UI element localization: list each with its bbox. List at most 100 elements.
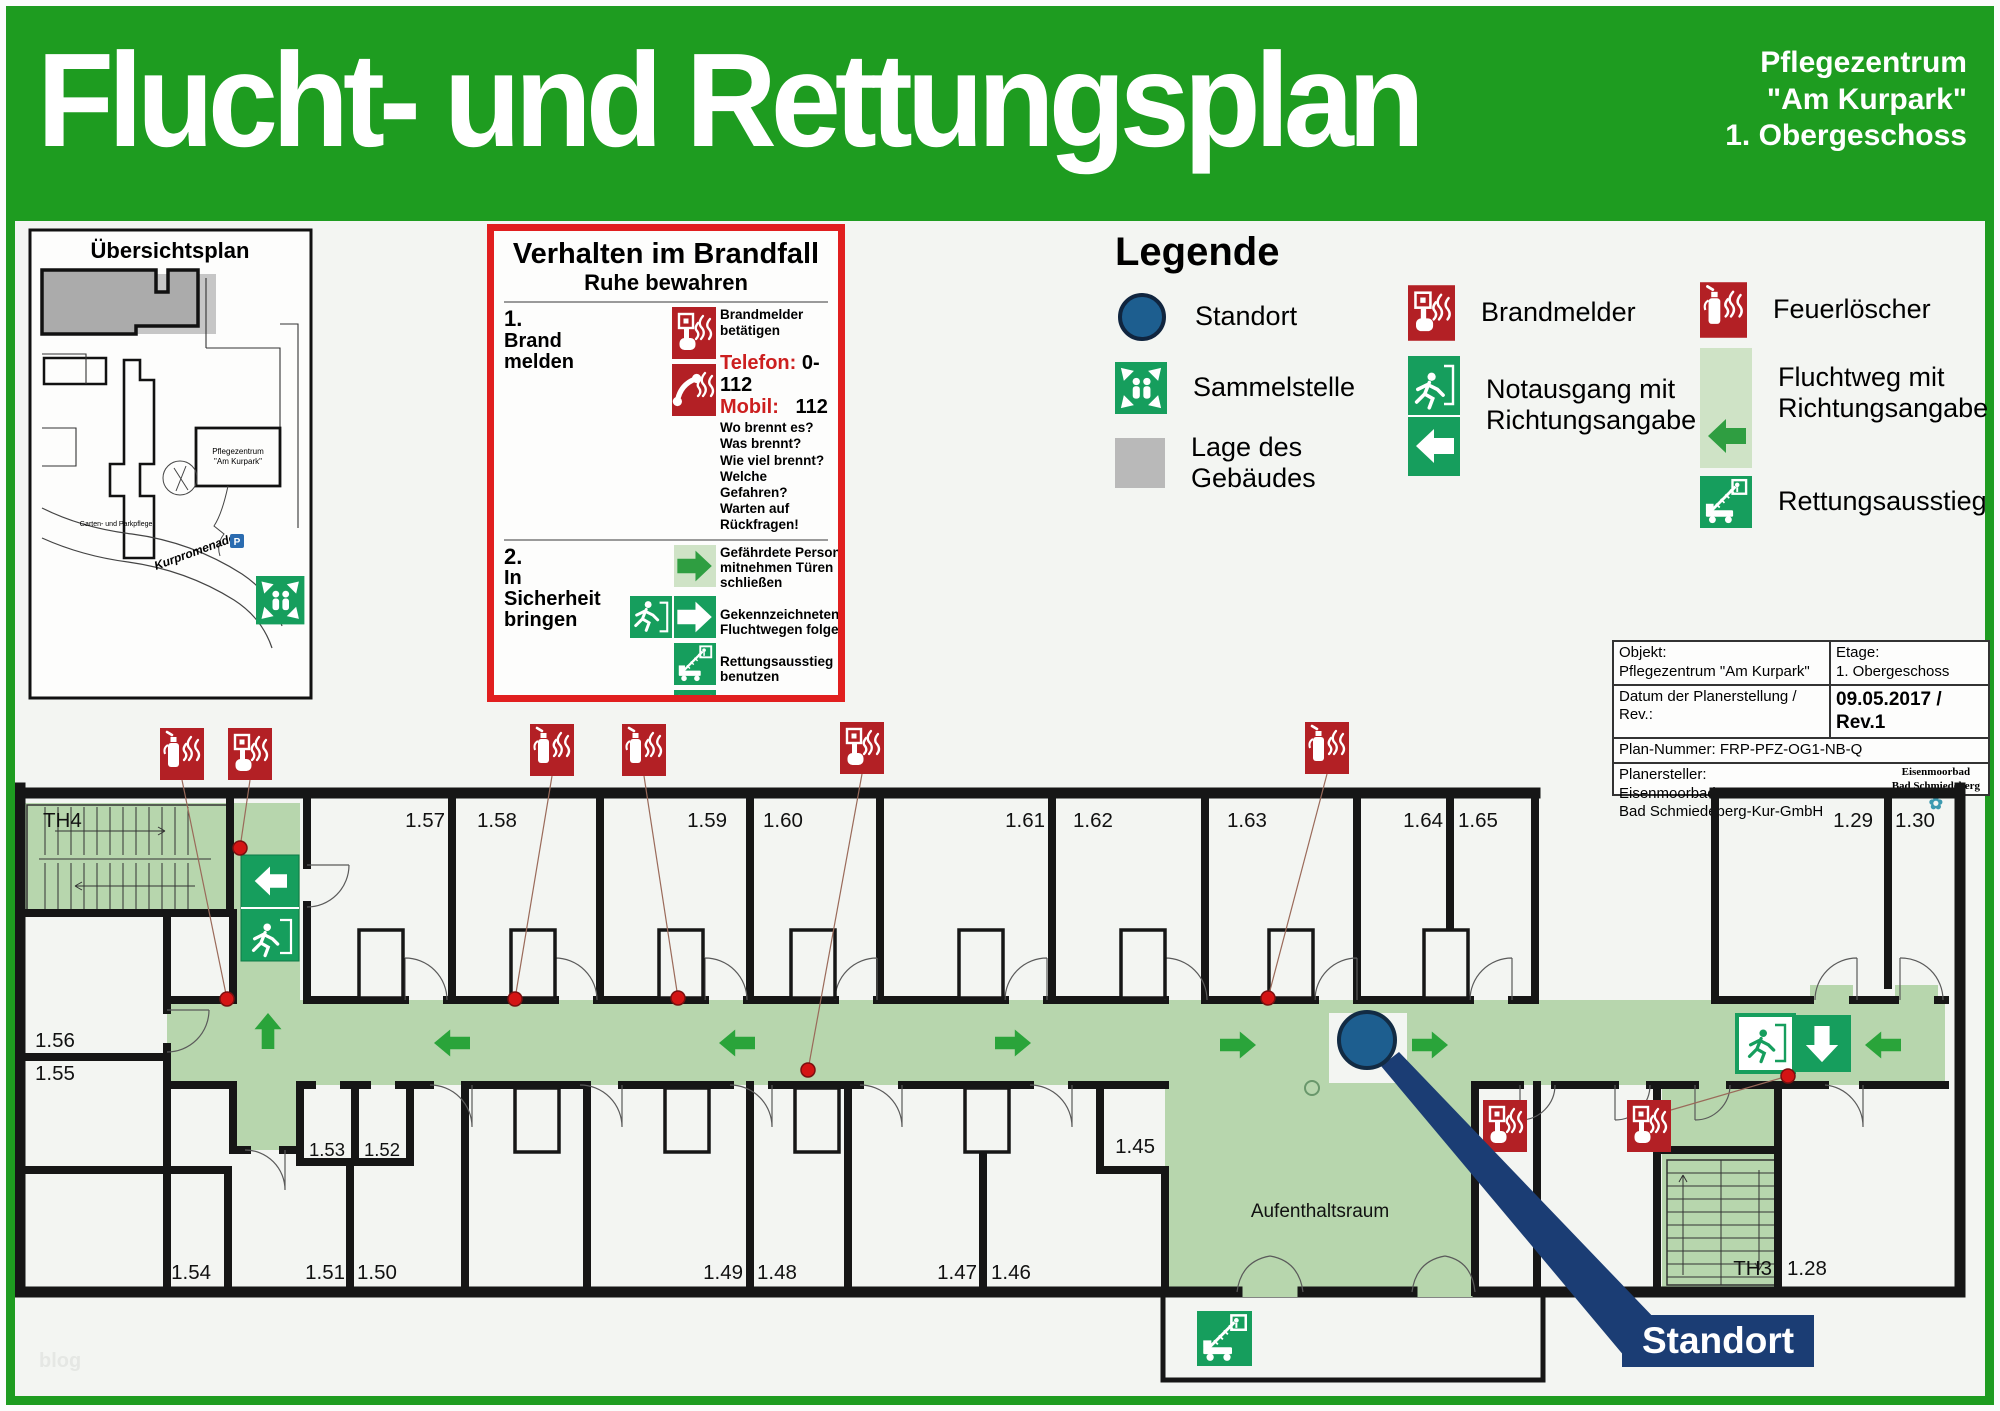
datum-label: Datum der Planerstellung / Rev.:: [1619, 687, 1797, 724]
plan-number: Plan-Nummer: FRP-PFZ-OG1-NB-Q: [1619, 741, 1863, 758]
standort-marker: [1337, 1010, 1397, 1070]
svg-text:1.61: 1.61: [1005, 809, 1045, 832]
overview-map: Übersichtsplan Pflegezentrum "Am Kurpark…: [28, 228, 313, 700]
svg-text:1.51: 1.51: [305, 1261, 345, 1284]
standort-label: Standort: [1622, 1315, 1814, 1367]
fire-alarm-icon: [672, 307, 716, 359]
svg-text:1.53: 1.53: [309, 1139, 345, 1160]
legend-brandmelder: Brandmelder: [1408, 285, 1636, 341]
step-1: 1. Brand melden Brandmelder betätigen Te…: [504, 307, 828, 533]
svg-text:1.29: 1.29: [1833, 809, 1873, 832]
svg-text:1.49: 1.49: [703, 1261, 743, 1284]
datum-value: 09.05.2017 / Rev.1: [1829, 685, 1988, 737]
svg-text:1.54: 1.54: [171, 1261, 211, 1284]
svg-text:P: P: [234, 537, 241, 548]
svg-text:1.56: 1.56: [35, 1029, 75, 1052]
legend: Legende Standort Sammelstelle Lage des G…: [1115, 230, 1995, 575]
legend-rettungsausstieg: Rettungsausstieg: [1700, 476, 1987, 528]
svg-text:1.28: 1.28: [1787, 1257, 1827, 1280]
svg-text:1.63: 1.63: [1227, 809, 1267, 832]
svg-text:1.45: 1.45: [1115, 1135, 1155, 1158]
legend-title: Legende: [1115, 230, 1280, 274]
svg-text:1.50: 1.50: [357, 1261, 397, 1284]
legend-notausgang: Notausgang mit Richtungsangabe: [1408, 356, 1718, 476]
rescue-exit-icon: [1700, 476, 1752, 528]
svg-text:1.52: 1.52: [364, 1139, 400, 1160]
svg-text:1.55: 1.55: [35, 1062, 75, 1085]
escape-direction-icon: [674, 545, 716, 587]
assembly-point-icon: [1115, 362, 1167, 414]
svg-text:Standort: Standort: [1642, 1320, 1794, 1361]
door-swings: [166, 864, 1944, 1293]
page-title: Flucht- und Rettungsplan: [37, 25, 1425, 175]
garden-label: Garten- und Parkpflege: [80, 521, 153, 528]
overview-building-label-1: Pflegezentrum: [212, 447, 264, 456]
legend-standort: Standort: [1115, 290, 1297, 344]
overview-building-label-2: "Am Kurpark": [214, 457, 262, 466]
room-145-area: [1100, 1089, 1165, 1170]
standort-icon: [1118, 293, 1166, 341]
step-2-label: 2. In Sicherheit bringen: [504, 543, 601, 631]
header-band: Flucht- und Rettungsplan Pflegezentrum "…: [15, 15, 1985, 221]
mobil-label: Mobil:: [720, 396, 779, 419]
svg-text:1.59: 1.59: [687, 809, 727, 832]
svg-text:Aufenthaltsraum: Aufenthaltsraum: [1251, 1201, 1389, 1222]
planersteller-cell: Planersteller: Eisenmoorbad Bad Schmiede…: [1619, 765, 1824, 821]
rescue-exit-icon: [1195, 1309, 1254, 1368]
overview-panel: Übersichtsplan Pflegezentrum "Am Kurpark…: [28, 228, 313, 700]
emergency-questions: Wo brennt es? Was brennt? Wie viel brenn…: [720, 420, 825, 533]
plan-info-box: Objekt: Pflegezentrum "Am Kurpark" Etage…: [1612, 640, 1990, 820]
svg-text:1.64: 1.64: [1403, 809, 1443, 832]
facility-floor: 1. Obergeschoss: [1725, 119, 1967, 153]
facility-name-2: "Am Kurpark": [1766, 82, 1967, 116]
legend-sammelstelle: Sammelstelle: [1115, 362, 1355, 414]
emergency-exit-icon: [1408, 356, 1460, 476]
etage-cell: Etage: 1. Obergeschoss: [1829, 642, 1988, 684]
overview-title: Übersichtsplan: [91, 238, 250, 263]
instructions-title: Verhalten im Brandfall: [512, 238, 820, 270]
poster-sheet: Flucht- und Rettungsplan Pflegezentrum "…: [6, 6, 1994, 1405]
exit-arrow-icon: [674, 596, 716, 638]
svg-text:1.60: 1.60: [763, 809, 803, 832]
telefon-label: Telefon:: [720, 352, 797, 375]
instructions-subtitle: Ruhe bewahren: [584, 270, 748, 296]
aufenthaltsraum-area: [1165, 1085, 1475, 1292]
fire-instructions-panel: Verhalten im Brandfall Ruhe bewahren 1. …: [487, 224, 845, 702]
svg-text:1.58: 1.58: [477, 809, 517, 832]
svg-text:1.48: 1.48: [757, 1261, 797, 1284]
rescue-exit-icon: [674, 642, 716, 685]
assembly-point-icon: [256, 576, 305, 625]
objekt-cell: Objekt: Pflegezentrum "Am Kurpark": [1619, 644, 1810, 680]
exit-sign-left: [240, 854, 300, 962]
watermark: blog: [39, 1350, 81, 1372]
standort-ribbon: [1381, 1052, 1657, 1357]
svg-text:TH3: TH3: [1733, 1257, 1772, 1280]
facility-subtitle: Pflegezentrum "Am Kurpark" 1. Obergescho…: [1725, 45, 1967, 155]
step-1-item-1: Brandmelder betätigen: [720, 307, 804, 338]
step-2: 2. In Sicherheit bringen Gefährdete Pers…: [504, 543, 838, 695]
building-location-swatch: [1115, 438, 1165, 489]
svg-text:TH4: TH4: [43, 809, 82, 832]
emergency-phone-icon: [672, 364, 716, 416]
svg-text:1.30: 1.30: [1895, 809, 1935, 832]
alarm-point-dots: [219, 840, 1796, 1084]
telefon-number: 0-112: [720, 352, 820, 397]
highlighted-building: [40, 268, 200, 336]
step-2-item-4: Sammelstelle aufsuchen Anweisungen beach…: [720, 701, 845, 702]
exit-man-icon: [630, 596, 672, 638]
svg-text:1.65: 1.65: [1458, 809, 1498, 832]
step-2-item-2: Gekennzeichneten Fluchtwegen folgen: [720, 606, 845, 637]
escape-route-icon: [1700, 348, 1752, 468]
legend-lage: Lage des Gebäudes: [1115, 432, 1321, 494]
room-labels: TH4 1.57 1.58 1.59 1.60 1.61 1.62 1.63 1…: [35, 809, 1935, 1284]
mobil-number: 112: [795, 396, 828, 419]
legend-fluchtweg: Fluchtweg mit Richtungsangabe: [1700, 348, 2000, 468]
escape-corridor: [167, 1000, 1945, 1085]
svg-text:1.62: 1.62: [1073, 809, 1113, 832]
assembly-point-icon: [674, 689, 716, 695]
parking-icon: P: [230, 534, 244, 548]
logo-flower-icon: ✿: [1928, 794, 1943, 814]
fire-alarm-icon: [1408, 285, 1455, 341]
floor-plan: Standort TH4 1.57 1.58 1.59 1.60 1.61 1.…: [15, 715, 1966, 1383]
legend-feuerloescher: Feuerlöscher: [1700, 282, 1931, 338]
